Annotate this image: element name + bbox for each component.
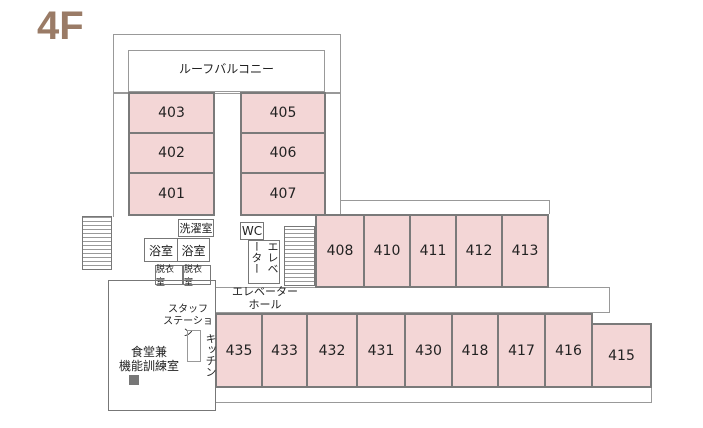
elevator-hall-line2: ホール <box>248 298 282 311</box>
elevator-label: エレベーター <box>250 241 279 274</box>
staff-station-line1: スタッフ <box>168 304 208 315</box>
elevator-hall-label: エレベーター ホール <box>225 285 305 311</box>
room-412[interactable]: 412 <box>455 214 503 288</box>
stairs-center <box>284 226 315 286</box>
room-410[interactable]: 410 <box>363 214 411 288</box>
bath-room-1: 浴室 <box>144 238 178 262</box>
outer-wall <box>325 92 341 202</box>
kitchen-area: キッチン <box>202 333 218 381</box>
staff-station-line2: ステーション <box>163 316 213 339</box>
room-432[interactable]: 432 <box>306 313 358 388</box>
roof-balcony-label: ルーフバルコニー <box>178 62 275 76</box>
outer-wall <box>215 387 652 403</box>
room-401[interactable]: 401 <box>128 172 215 216</box>
kitchen-counter <box>187 330 201 362</box>
outer-wall <box>113 92 128 217</box>
room-402[interactable]: 402 <box>128 132 215 174</box>
room-430[interactable]: 430 <box>404 313 453 388</box>
staff-station-label: スタッフ ステーション <box>160 304 216 340</box>
room-435[interactable]: 435 <box>215 313 263 388</box>
floor-label: 4F <box>37 4 84 48</box>
dining-label: 食堂兼 機能訓練室 <box>110 345 188 373</box>
room-418[interactable]: 418 <box>451 313 499 388</box>
stairs-west <box>82 216 112 270</box>
room-403[interactable]: 403 <box>128 92 215 134</box>
room-433[interactable]: 433 <box>261 313 308 388</box>
roof-balcony: ルーフバルコニー <box>128 50 325 92</box>
room-407[interactable]: 407 <box>240 172 326 216</box>
dining-training-room <box>108 280 216 411</box>
column <box>129 375 139 385</box>
wc: WC <box>240 222 264 240</box>
room-416[interactable]: 416 <box>544 313 593 388</box>
room-413[interactable]: 413 <box>501 214 549 288</box>
dining-label-line2: 機能訓練室 <box>118 359 179 373</box>
room-408[interactable]: 408 <box>315 214 365 288</box>
room-431[interactable]: 431 <box>356 313 406 388</box>
elevator: エレベーター <box>248 240 280 284</box>
elevator-hall-line1: エレベーター <box>232 285 298 298</box>
room-417[interactable]: 417 <box>497 313 546 388</box>
bath-room-2: 浴室 <box>177 238 210 262</box>
room-405[interactable]: 405 <box>240 92 326 134</box>
balcony-outer-wall <box>113 34 341 94</box>
room-406[interactable]: 406 <box>240 132 326 174</box>
room-411[interactable]: 411 <box>409 214 457 288</box>
dining-label-line1: 食堂兼 <box>130 345 167 359</box>
kitchen-label: キッチン <box>204 333 217 377</box>
laundry-room: 洗濯室 <box>178 219 214 237</box>
outer-wall <box>340 200 550 214</box>
room-415[interactable]: 415 <box>591 323 652 388</box>
